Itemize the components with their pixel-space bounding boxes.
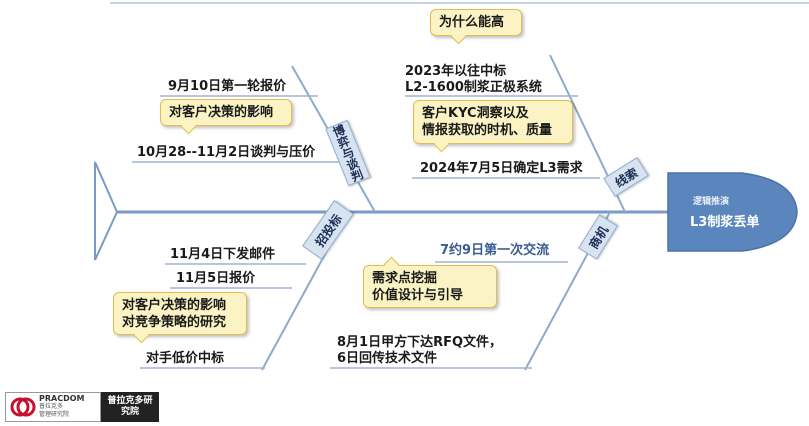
head-title: L3制浆丢单 [690,215,760,230]
note-why-high: 为什么能高 [430,9,522,36]
pracdom-logo-icon [10,397,36,417]
label-low-price: 对手低价中标 [146,351,225,366]
label-confirm-l3: 2024年7月5日确定L3需求 [420,161,583,176]
label-rfq-line1: 8月1日甲方下达RFQ文件， [337,335,503,350]
pracdom-logo-sub1: 普拉克多 [39,403,64,410]
pracdom-logo-name: PRACDOM [39,394,85,403]
pracdom-logo-text: PRACDOM 普拉克多 管理研究院 [39,395,85,419]
label-win-2023-line1: 2023年以往中标 [405,64,507,79]
note-strategy: 对客户决策的影响 对竞争策略的研究 [113,292,247,335]
fish-tail [94,161,119,261]
note-decision-impact: 对客户决策的影响 [160,99,292,126]
label-negotiation: 10月28--11月2日谈判与压价 [137,145,316,160]
institute-logo-text: 普拉克多研究院 [107,396,153,417]
label-quote-nov5: 11月5日报价 [176,271,256,286]
label-first-contact: 7约9日第一次交流 [440,243,550,258]
pracdom-logo: PRACDOM 普拉克多 管理研究院 [5,392,101,422]
label-send-mail: 11月4日下发邮件 [170,247,276,262]
label-rfq-line2: 6日回传技术文件 [337,351,438,366]
institute-logo: 普拉克多研究院 [101,392,159,422]
note-needs: 需求点挖掘 价值设计与引导 [363,265,497,308]
label-first-quote: 9月10日第一轮报价 [168,79,287,94]
pracdom-logo-sub2: 管理研究院 [39,411,70,418]
fish-head [667,172,798,252]
head-subtitle: 逻辑推演 [693,197,730,207]
label-win-2023-line2: L2-1600制浆正极系统 [405,80,542,95]
note-kyc: 客户KYC洞察以及 情报获取的时机、质量 [413,100,573,144]
